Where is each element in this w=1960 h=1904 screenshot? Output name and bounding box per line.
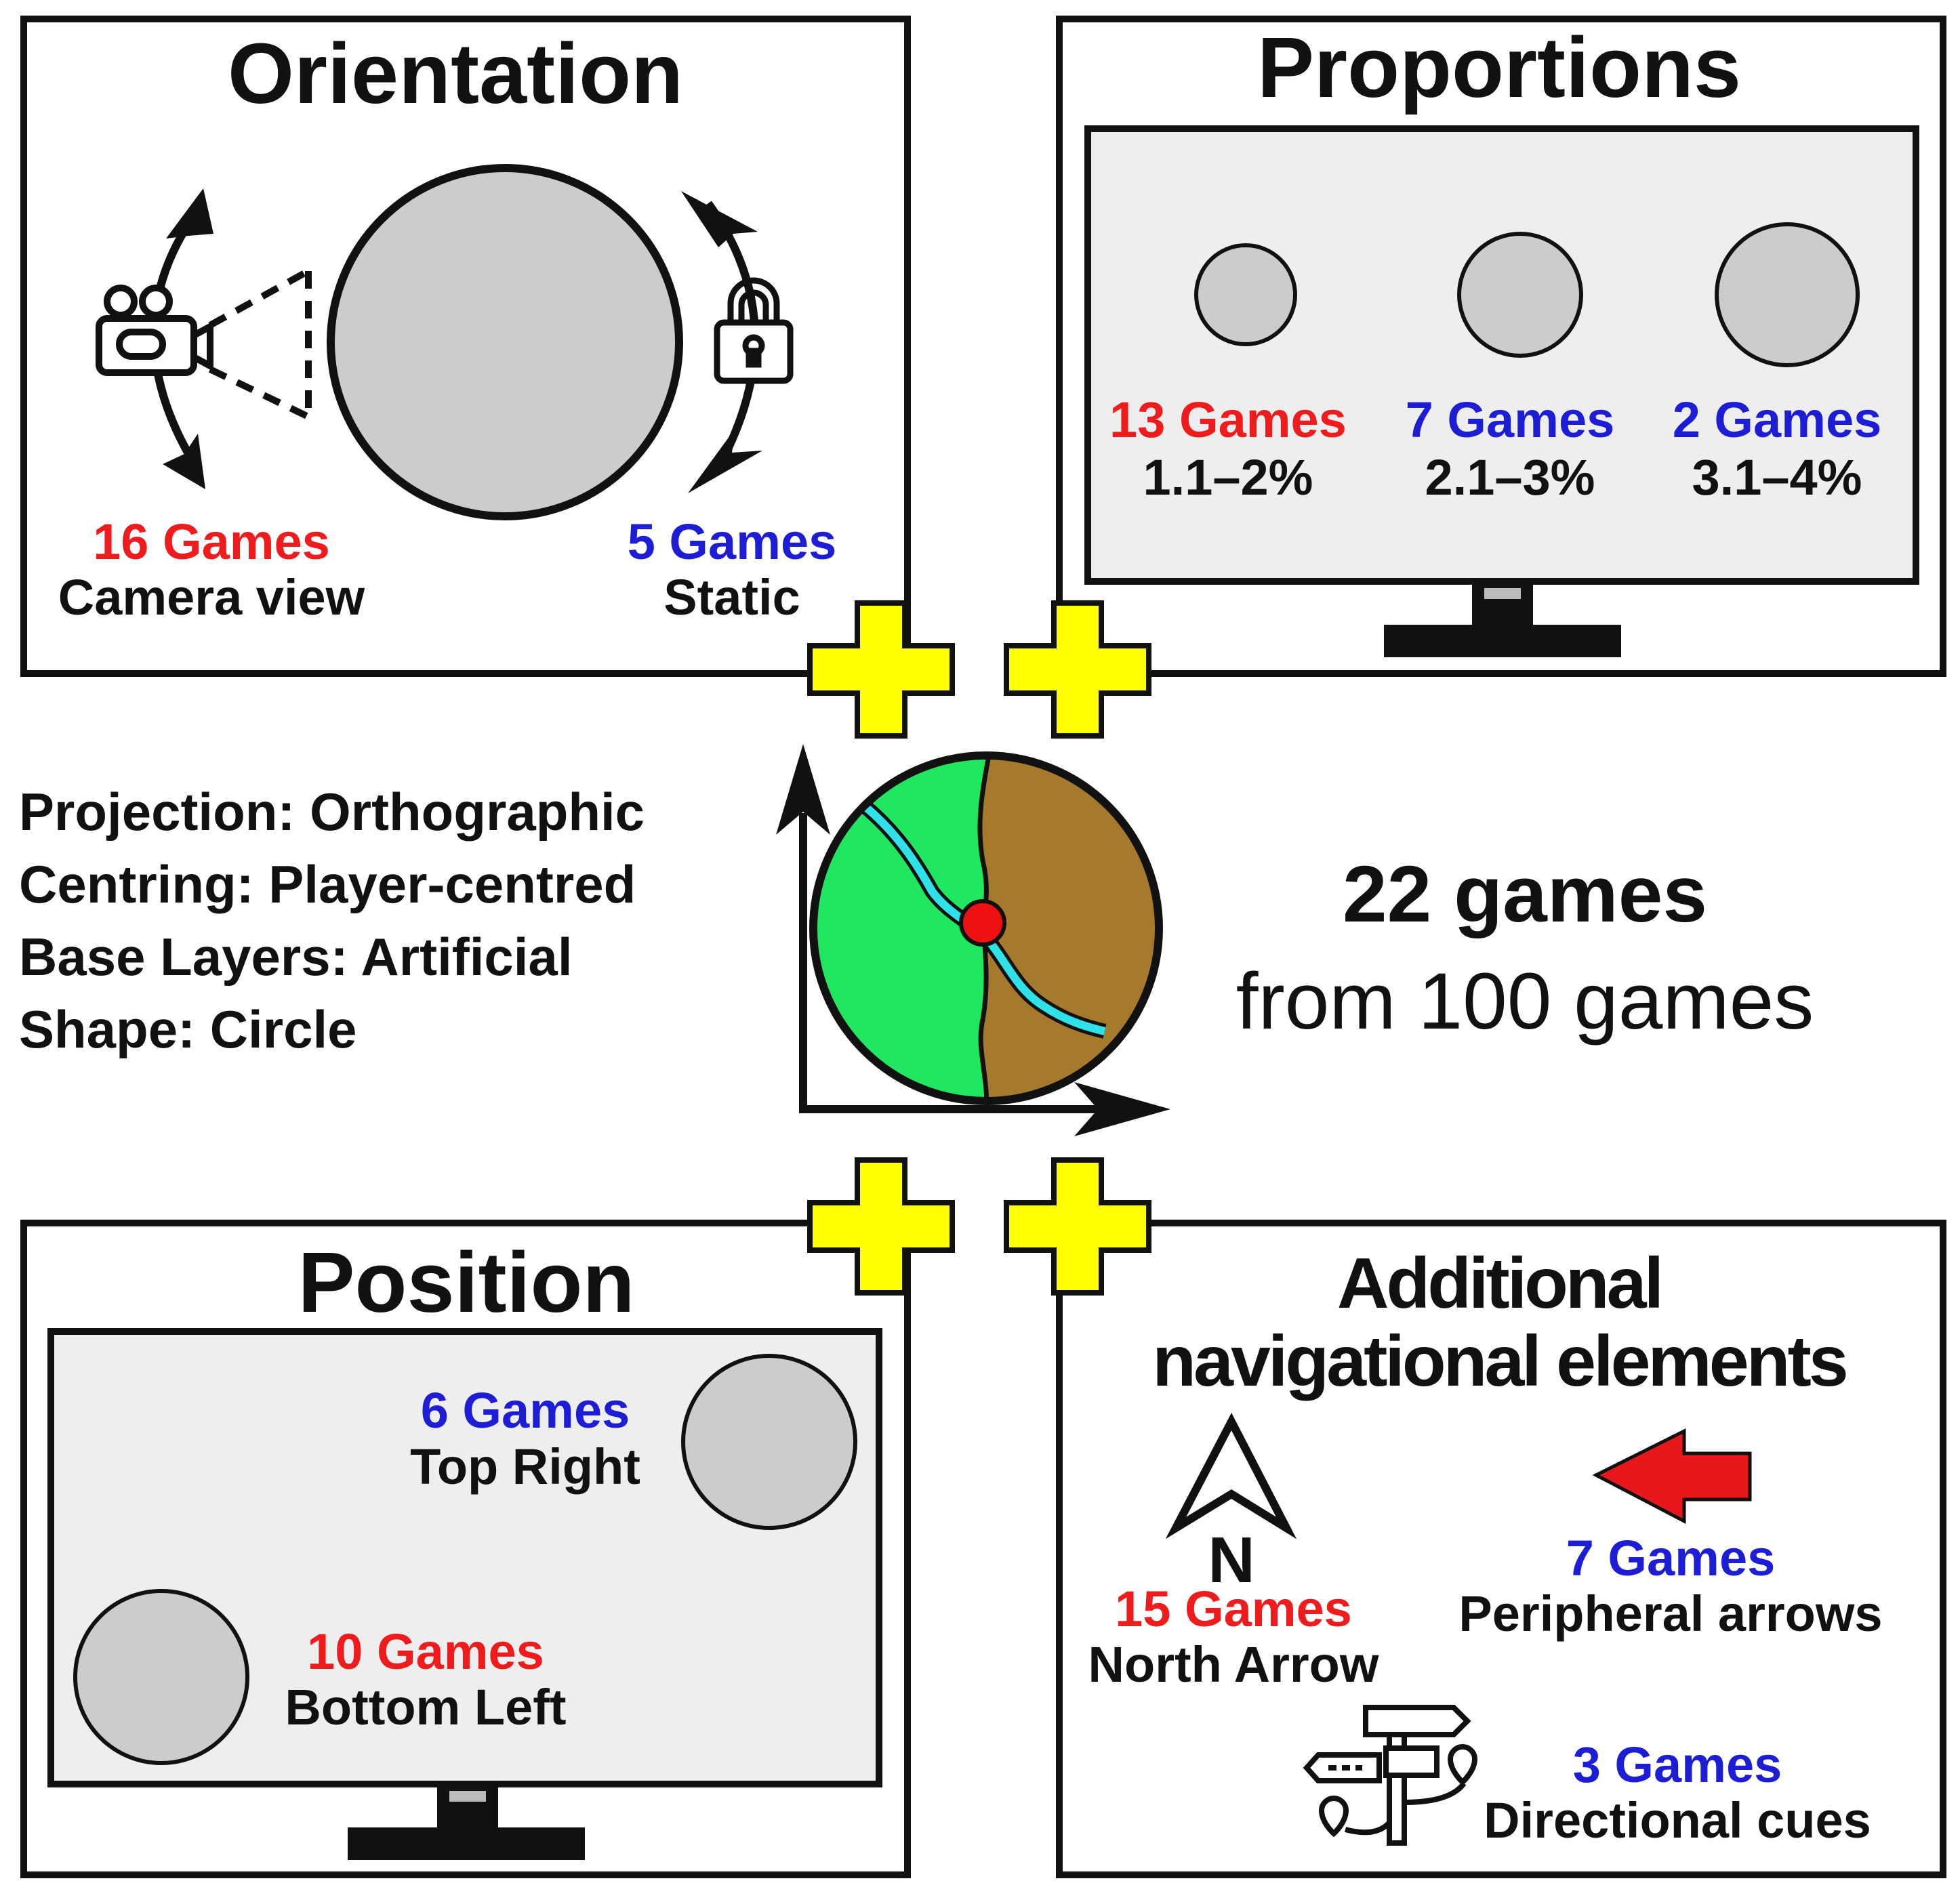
top-right-label: Top Right <box>410 1439 640 1495</box>
camera-count: 16 Games <box>93 514 330 570</box>
monitor-stand <box>1384 625 1621 657</box>
position-circle-top-right <box>681 1354 857 1530</box>
static-label: Static <box>663 569 800 625</box>
camera-label: Camera view <box>58 569 365 625</box>
monitor-neck-highlight <box>1484 588 1521 599</box>
red-arrow-icon <box>1592 1428 1752 1525</box>
north-arrow-icon <box>1165 1412 1297 1539</box>
north-letter: N <box>1208 1524 1254 1596</box>
proportion-circle-small <box>1194 243 1297 346</box>
proportion-count-3: 2 Games <box>1673 392 1882 448</box>
axes-icon <box>776 744 1170 1136</box>
plus-sign-top-right <box>1004 600 1151 739</box>
plus-sign-bottom-right <box>1004 1157 1151 1296</box>
proportions-title: Proportions <box>1257 20 1741 115</box>
peripheral-label: Peripheral arrows <box>1458 1586 1882 1642</box>
map-globe-icon <box>809 751 1163 1105</box>
proportions-panel: Proportions 13 Games 1.1–2% 7 Games 2.1–… <box>1056 16 1946 677</box>
proportion-range-2: 2.1–3% <box>1425 449 1595 505</box>
proportion-count-1: 13 Games <box>1109 392 1347 448</box>
proportion-count-2: 7 Games <box>1406 392 1615 448</box>
center-section: Projection: Orthographic Centring: Playe… <box>19 744 1814 1136</box>
position-monitor-neck-highlight <box>449 1791 486 1802</box>
top-right-count: 6 Games <box>421 1382 630 1439</box>
position-circle-bottom-left <box>73 1589 249 1765</box>
bottom-left-label: Bottom Left <box>285 1679 566 1735</box>
bottom-left-count: 10 Games <box>307 1623 544 1680</box>
additional-title-line2: navigational elements <box>1152 1321 1846 1401</box>
additional-title-line1: Additional <box>1337 1243 1661 1323</box>
player-marker <box>959 899 1006 947</box>
plus-sign-bottom-left <box>807 1157 955 1296</box>
plus-signs <box>807 600 1151 1296</box>
view-cone <box>208 268 312 420</box>
north-label: North Arrow <box>1088 1636 1379 1693</box>
property-centring: Centring: Player-centred <box>19 854 636 914</box>
source-games: from 100 games <box>1236 957 1814 1046</box>
directional-count: 3 Games <box>1573 1737 1782 1793</box>
proportion-range-3: 3.1–4% <box>1692 449 1862 505</box>
total-games: 22 games <box>1343 850 1707 939</box>
signpost-icon <box>1303 1705 1478 1846</box>
directional-label: Directional cues <box>1484 1792 1871 1848</box>
additional-frame <box>1056 1220 1946 1878</box>
peripheral-count: 7 Games <box>1566 1530 1776 1586</box>
lock-icon <box>714 277 794 384</box>
orientation-title: Orientation <box>228 26 683 121</box>
position-title: Position <box>298 1235 635 1330</box>
property-base-layers: Base Layers: Artificial <box>19 927 573 987</box>
proportion-circle-large <box>1715 222 1860 367</box>
camera-icon <box>96 285 213 376</box>
minimap-circle <box>327 164 683 520</box>
orientation-panel: Orientation <box>20 16 911 677</box>
north-count: 15 Games <box>1115 1581 1352 1637</box>
additional-panel: Additional navigational elements N 15 Ga… <box>1056 1220 1946 1878</box>
proportion-circle-medium <box>1457 232 1583 358</box>
static-count: 5 Games <box>628 514 837 570</box>
proportion-range-1: 1.1–2% <box>1143 449 1313 505</box>
property-projection: Projection: Orthographic <box>19 782 645 842</box>
property-shape: Shape: Circle <box>19 999 357 1059</box>
position-panel: Position 6 Games Top Right 10 Games Bott… <box>20 1220 911 1878</box>
plus-sign-top-left <box>807 600 955 739</box>
position-monitor-stand <box>348 1827 585 1860</box>
